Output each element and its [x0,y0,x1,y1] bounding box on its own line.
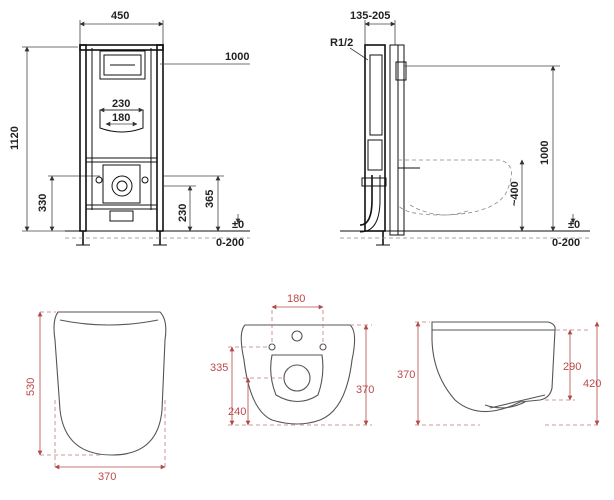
frame-side-view: 135-205 R1/2 1000 ~400 ±0 0-200 [330,10,590,249]
side-height-label: 370 [397,369,415,381]
depth-range-label: 135-205 [350,10,390,22]
frame-width-label: 450 [111,10,129,22]
bolt-spacing-label: 180 [287,293,305,305]
toilet-width-label: 370 [98,471,116,483]
seat-height-label: ~400 [509,181,521,206]
toilet-length-label: 530 [25,378,37,396]
frame-height-label: 1120 [9,126,21,150]
bolt-height-label: 230 [177,204,189,222]
floor-range-front: 0-200 [216,237,244,249]
side-total-height-label: 1000 [539,141,551,165]
right-height-label: 370 [356,384,374,396]
plate-width-label: 230 [112,98,130,110]
floor-range-side: 0-200 [552,237,580,249]
plate-inner-label: 180 [112,112,130,124]
toilet-side-view: 370 290 420 [397,321,601,426]
zero-label-side: ±0 [568,219,580,231]
toilet-top-view: 530 370 [25,311,167,483]
lower-height-label: 240 [228,406,246,418]
drain-height-label: 330 [37,194,49,212]
side-total-label: 420 [583,378,601,390]
side-outlet-height-label: 290 [563,361,581,373]
toilet-rear-view: 180 335 240 370 [210,293,374,426]
zero-label-front: ±0 [232,219,244,231]
frame-front-view: 450 1120 330 [9,10,250,249]
outlet-height-label: 365 [204,190,216,208]
pipe-thread-label: R1/2 [330,37,353,49]
top-mark-label: 1000 [225,51,249,63]
left-height-label: 335 [210,362,228,374]
